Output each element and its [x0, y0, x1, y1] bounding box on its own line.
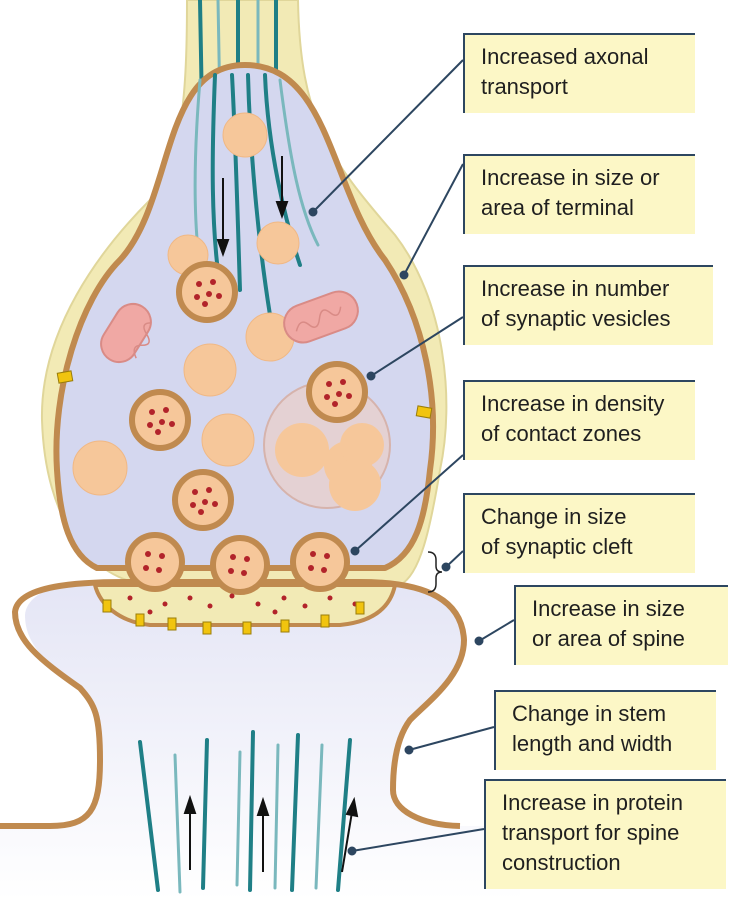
- docked-vesicles: [125, 532, 350, 595]
- large-vesicles: [72, 112, 300, 496]
- label-contact-density: Increase in density of contact zones: [463, 380, 695, 460]
- mitochondria: [100, 290, 359, 364]
- axon-microtubules: [198, 0, 278, 112]
- synaptic-vesicle-clusters: [129, 261, 368, 531]
- leader-lines: [308, 59, 515, 856]
- label-terminal-size: Increase in size or area of terminal: [463, 154, 695, 234]
- receptor-markers: [56, 370, 433, 635]
- spine-microtubules: [138, 730, 352, 894]
- label-vesicle-number: Increase in number of synaptic vesicles: [463, 265, 713, 345]
- label-cleft-size: Change in size of synaptic cleft: [463, 493, 695, 573]
- label-axonal-transport: Increased axonal transport: [463, 33, 695, 113]
- dendritic-spine: [0, 580, 520, 900]
- label-stem-dimensions: Change in stem length and width: [494, 690, 716, 770]
- label-spine-size: Increase in size or area of spine: [514, 585, 728, 665]
- terminal-transport-arrows: [216, 156, 289, 257]
- label-protein-transport: Increase in protein transport for spine …: [484, 779, 726, 889]
- spine-membrane: [0, 579, 467, 829]
- spine-transport-arrows: [183, 794, 359, 873]
- cleft-brace: [427, 551, 443, 593]
